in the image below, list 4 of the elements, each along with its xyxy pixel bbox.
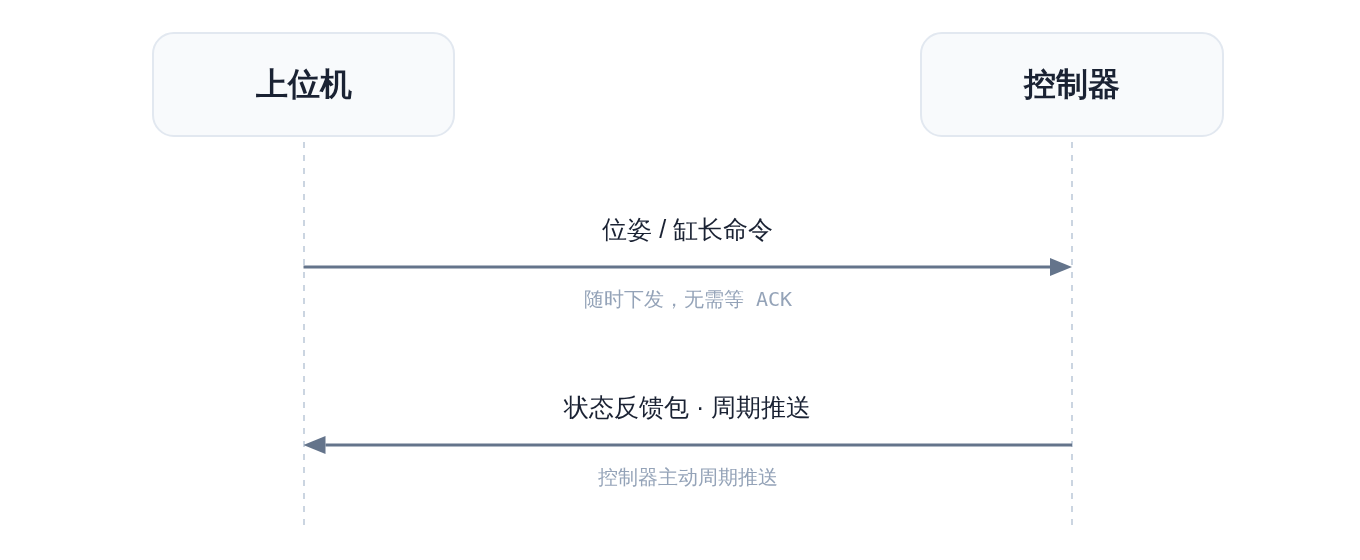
participant-name: 控制器	[1024, 64, 1120, 104]
message-arrow	[303, 258, 1072, 276]
participant-name: 上位机	[255, 64, 352, 104]
message-arrow	[303, 436, 1072, 454]
